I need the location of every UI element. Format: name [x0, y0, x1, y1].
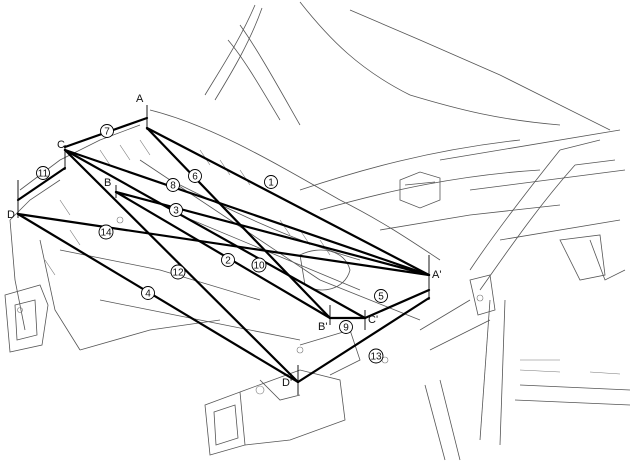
svg-text:14: 14 — [100, 228, 112, 239]
dimension-line-6 — [145, 126, 332, 320]
callouts: 7 11 1 6 8 3 14 2 — [36, 124, 388, 364]
svg-text:7: 7 — [104, 127, 110, 138]
callout-14: 14 — [98, 224, 114, 240]
svg-text:10: 10 — [253, 261, 265, 272]
svg-text:13: 13 — [370, 352, 382, 363]
callout-3: 3 — [169, 203, 183, 217]
dimension-line-11 — [16, 166, 67, 202]
svg-text:9: 9 — [343, 323, 349, 334]
dimension-line-5 — [363, 288, 431, 320]
dimension-line-14 — [16, 212, 431, 277]
dimension-line-3 — [63, 148, 367, 320]
label-point-c: C — [57, 139, 65, 151]
svg-text:8: 8 — [170, 181, 176, 192]
svg-text:3: 3 — [173, 206, 179, 217]
label-point-d: D — [7, 209, 15, 221]
label-point-a-prime: A' — [432, 269, 441, 281]
svg-text:5: 5 — [378, 292, 384, 303]
callout-8: 8 — [166, 178, 180, 192]
callout-10: 10 — [251, 257, 267, 273]
svg-text:12: 12 — [172, 268, 184, 279]
dimension-line-13 — [296, 296, 431, 384]
label-point-a: A — [136, 93, 144, 105]
label-point-c-prime: C' — [368, 314, 378, 326]
dimension-line-1 — [145, 126, 431, 277]
callout-1: 1 — [264, 175, 278, 189]
label-point-b: B — [104, 177, 111, 189]
callout-9: 9 — [339, 320, 353, 334]
svg-text:4: 4 — [145, 289, 151, 300]
svg-text:11: 11 — [38, 169, 49, 180]
callout-12: 12 — [170, 264, 186, 280]
vehicle-body-outline — [4, 1, 631, 461]
svg-text:1: 1 — [268, 178, 274, 189]
svg-text:6: 6 — [192, 172, 198, 183]
callout-2: 2 — [221, 253, 235, 267]
callout-7: 7 — [100, 124, 114, 138]
measurement-lines — [16, 116, 431, 384]
dimension-line-12 — [114, 190, 332, 320]
callout-4: 4 — [141, 286, 155, 300]
dimension-line-8 — [63, 148, 431, 277]
callout-11: 11 — [36, 166, 50, 180]
dimension-line-10 — [114, 190, 431, 277]
reference-labels: A C B D A' B' C' D' — [7, 93, 441, 389]
dimension-line-4 — [16, 212, 300, 384]
callout-6: 6 — [188, 169, 202, 183]
label-point-d-prime: D' — [282, 377, 292, 389]
callout-13: 13 — [368, 348, 384, 364]
label-point-b-prime: B' — [318, 321, 327, 333]
callout-5: 5 — [374, 289, 388, 303]
svg-text:2: 2 — [225, 256, 231, 267]
